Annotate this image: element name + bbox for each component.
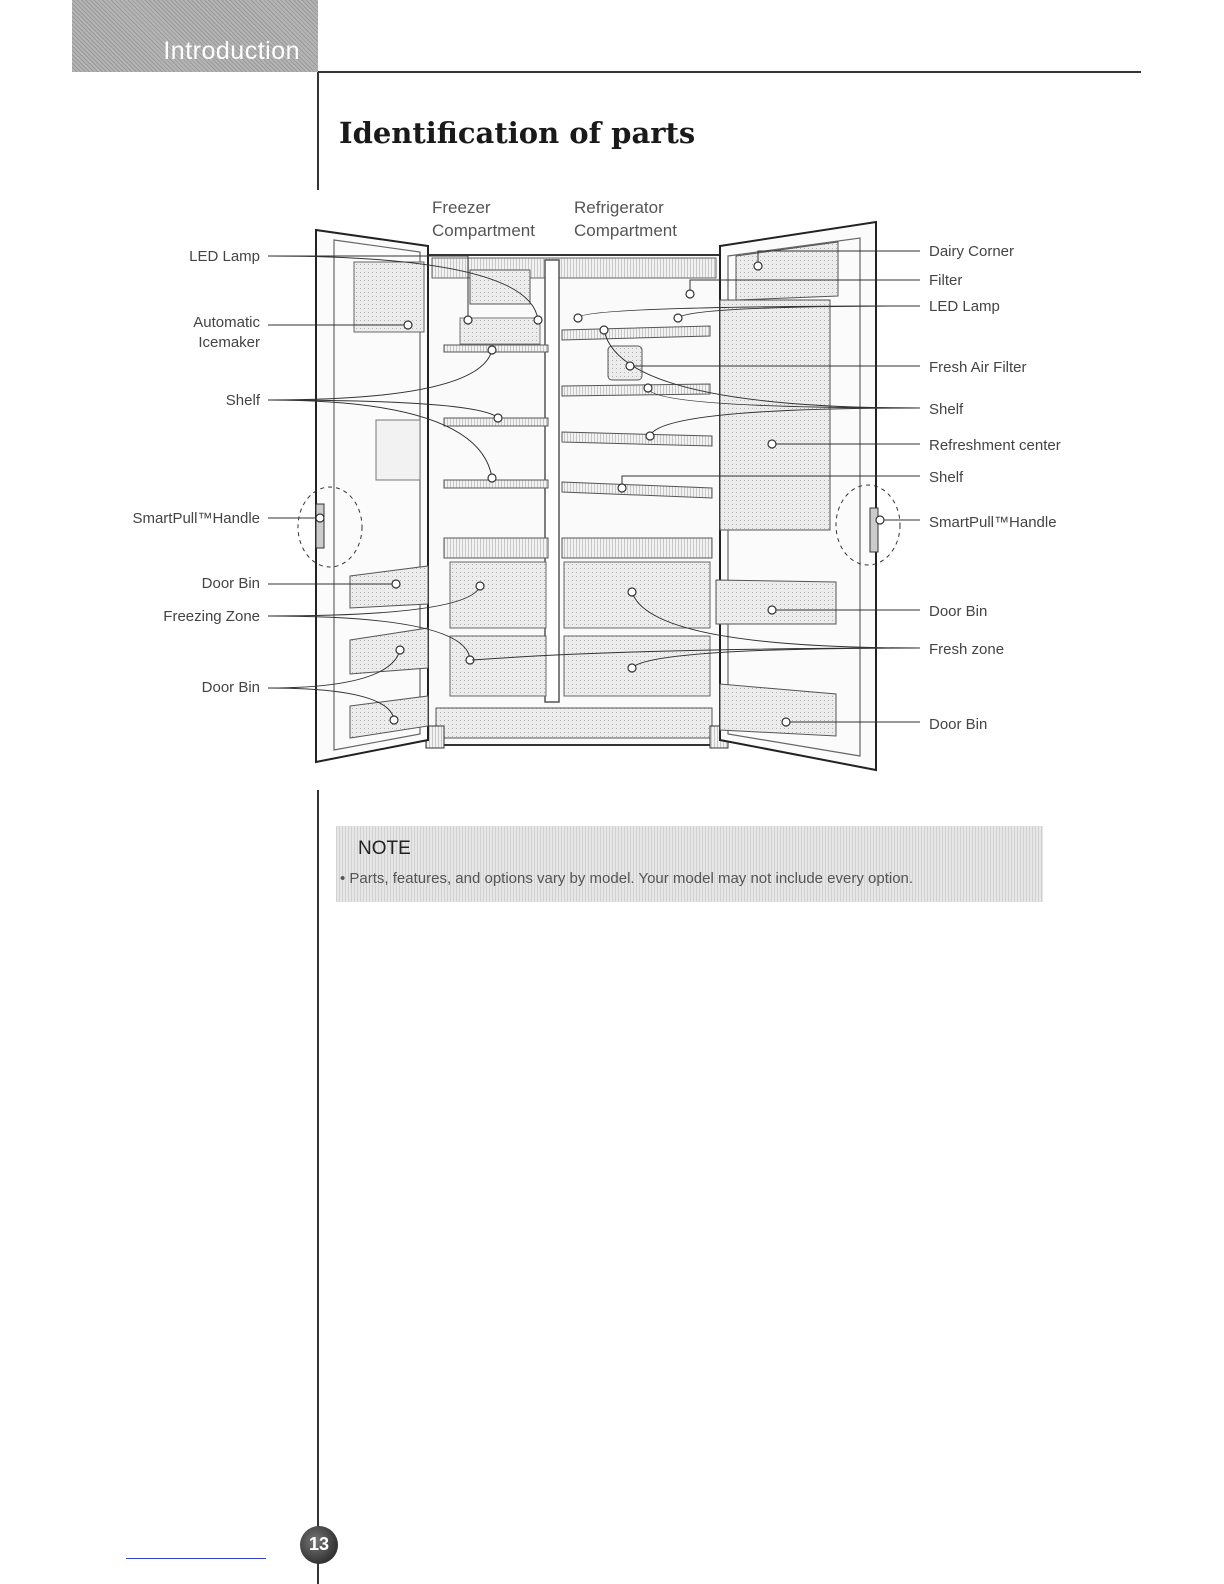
- left-callout-dots: [315, 315, 543, 725]
- label-door-bin-left-1: Door Bin: [202, 575, 260, 592]
- label-led-lamp-right: LED Lamp: [929, 298, 1000, 315]
- label-freezing-zone: Freezing Zone: [163, 608, 260, 625]
- label-fresh-zone: Fresh zone: [929, 641, 1004, 658]
- label-freezer-line1: Freezer: [432, 198, 491, 217]
- footer-link-underline: [126, 1558, 266, 1559]
- label-filter: Filter: [929, 272, 962, 289]
- page-title: Identification of parts: [339, 116, 696, 150]
- label-shelf-left: Shelf: [226, 392, 261, 409]
- label-door-bin-right-1: Door Bin: [929, 603, 987, 620]
- label-led-lamp-left: LED Lamp: [189, 248, 260, 265]
- right-door: [715, 220, 901, 772]
- label-icemaker-line1: Automatic: [193, 314, 260, 331]
- label-freezer-line2: Compartment: [432, 221, 535, 240]
- label-refrigerator-line1: Refrigerator: [574, 198, 664, 217]
- margin-rule-bottom: [317, 790, 319, 1584]
- note-title: NOTE: [358, 838, 411, 859]
- margin-rule-top: [317, 72, 319, 190]
- label-door-bin-right-2: Door Bin: [929, 716, 987, 733]
- header-rule: [318, 71, 1141, 73]
- page-number: 13: [308, 1534, 330, 1554]
- label-shelf-right-1: Shelf: [929, 401, 964, 418]
- fridge-cabinet: [425, 254, 729, 749]
- label-fresh-air-filter: Fresh Air Filter: [929, 359, 1027, 376]
- label-shelf-right-2: Shelf: [929, 469, 964, 486]
- left-leader-lines: [267, 255, 539, 721]
- label-icemaker-line2: Icemaker: [198, 334, 260, 351]
- label-dairy-corner: Dairy Corner: [929, 243, 1014, 260]
- left-door: [297, 228, 429, 764]
- section-tab-label: Introduction: [163, 37, 300, 65]
- label-smartpull-left: SmartPull™Handle: [132, 510, 260, 527]
- label-refrigerator-line2: Compartment: [574, 221, 677, 240]
- section-tab: Introduction: [72, 0, 318, 72]
- page-number-badge: 13: [300, 1526, 338, 1564]
- label-smartpull-right: SmartPull™Handle: [929, 514, 1057, 531]
- label-door-bin-left-2: Door Bin: [202, 679, 260, 696]
- note-text: • Parts, features, and options vary by m…: [340, 870, 914, 887]
- right-callout-dots: [573, 261, 885, 727]
- label-refreshment-center: Refreshment center: [929, 437, 1061, 454]
- note-box: NOTE • Parts, features, and options vary…: [336, 826, 1043, 902]
- refrigerator-parts-diagram: Freezer Compartment Refrigerator Compart…: [132, 198, 1061, 772]
- right-leader-lines: [471, 250, 921, 723]
